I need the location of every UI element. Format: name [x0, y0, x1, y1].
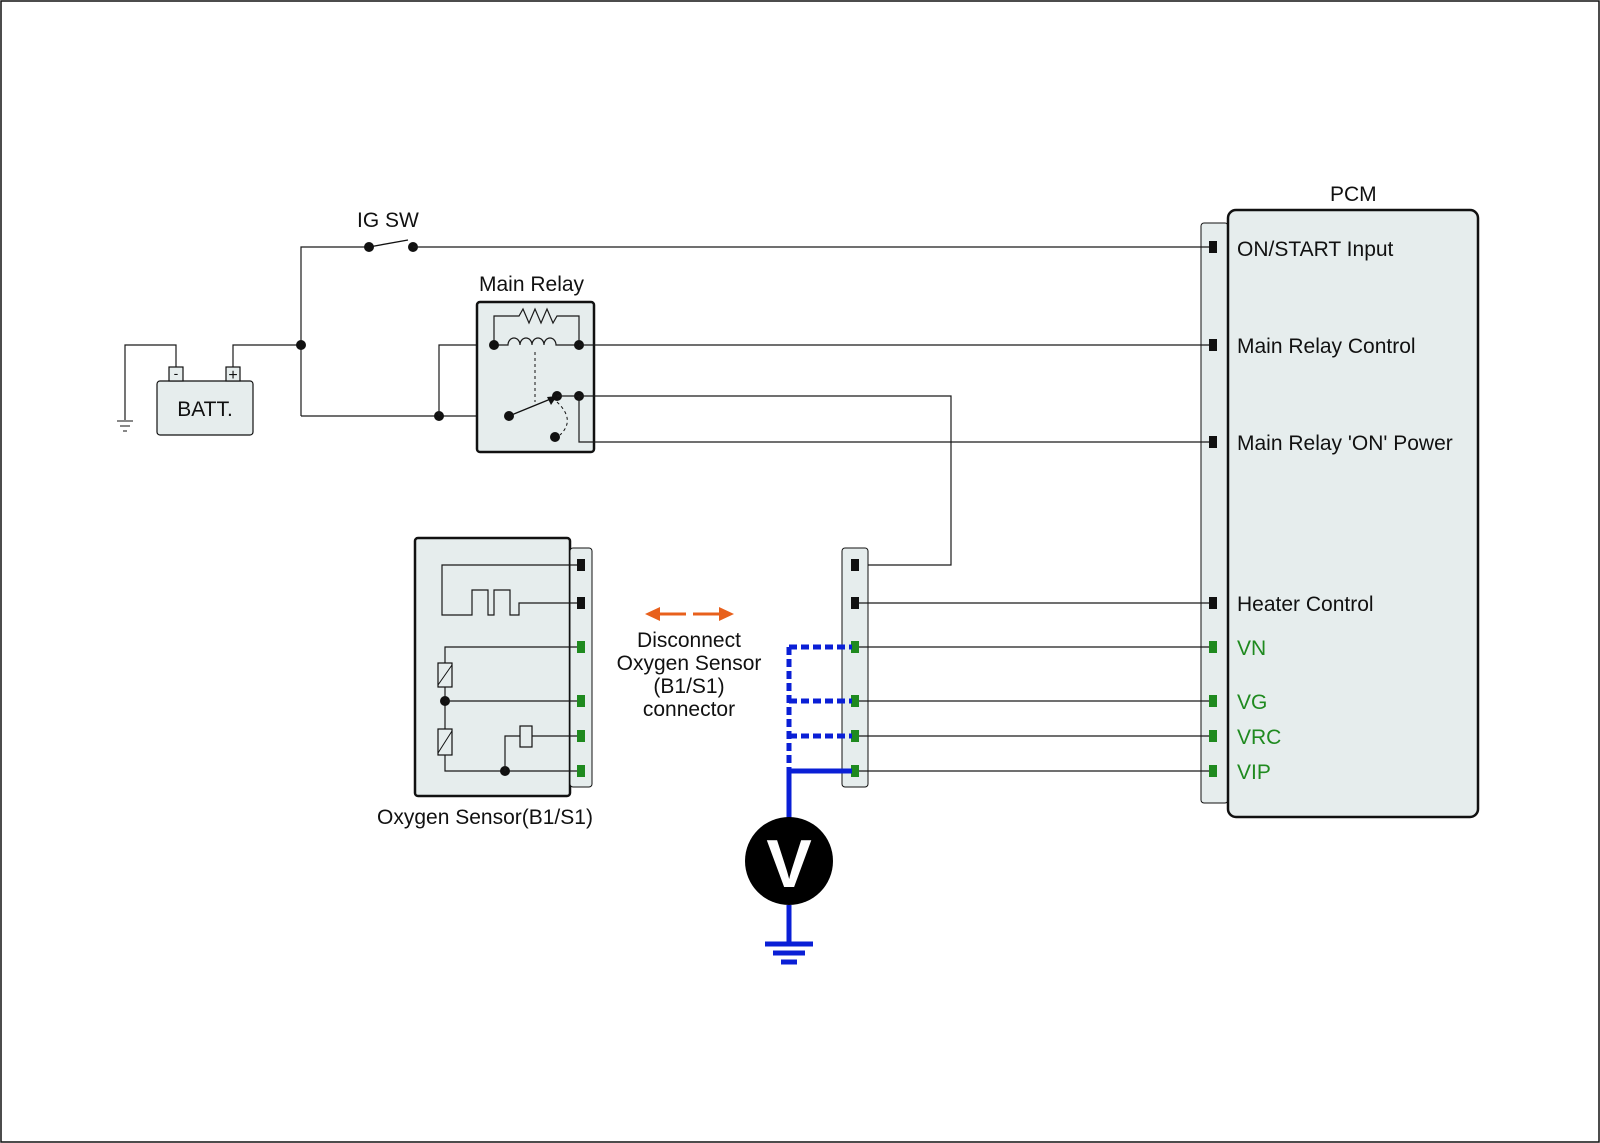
- disconnect-note-line: connector: [643, 698, 735, 721]
- connector-pin: [851, 641, 859, 653]
- sensing-cell-slash: [437, 664, 453, 686]
- resistor-icon: [493, 307, 580, 345]
- battery-box: [156, 380, 254, 436]
- ig-sw-label: IG SW: [357, 209, 419, 232]
- heater-element-icon: [441, 564, 577, 616]
- coil-feed-wire: [438, 344, 494, 416]
- heater-power-wire: [579, 395, 952, 566]
- battery-feed-wire: [300, 246, 369, 416]
- sensor-pin: [577, 765, 585, 777]
- sensor-pin: [577, 559, 585, 571]
- junction-dot: [296, 340, 306, 350]
- battery-ground-wire: [124, 344, 177, 420]
- pcm-pin-label: VG: [1237, 691, 1267, 714]
- pcm-pin-heater-control: [1209, 597, 1217, 609]
- battery-minus-sign: -: [174, 365, 179, 381]
- oxygen-sensor-connector: [569, 547, 593, 788]
- battery-label: BATT.: [177, 398, 233, 421]
- connector-pin: [851, 597, 859, 609]
- oxygen-sensor-label: Oxygen Sensor(B1/S1): [377, 806, 593, 829]
- disconnect-note-line: Disconnect: [637, 629, 741, 652]
- relay-terminal: [550, 432, 560, 442]
- sensor-pin: [577, 641, 585, 653]
- pcm-pin-label: VN: [1237, 637, 1266, 660]
- pcm-pin-vip: [1209, 765, 1217, 777]
- connector-pin: [851, 765, 859, 777]
- pcm-pin-main-relay-on-power: [1209, 436, 1217, 448]
- harness-connector: [841, 547, 869, 788]
- battery-plus-sign: +: [228, 367, 237, 384]
- pcm-pin-label: VRC: [1237, 726, 1281, 749]
- oxygen-sensor: Oxygen Sensor(B1/S1): [377, 536, 593, 829]
- battery: BATT. - +: [117, 344, 301, 436]
- sensor-wire: [444, 755, 577, 772]
- sensor-pin: [577, 597, 585, 609]
- coil-icon: [494, 337, 579, 346]
- pcm-pin-label: Main Relay 'ON' Power: [1237, 432, 1453, 455]
- sensor-wire: [504, 735, 520, 771]
- pcm-pin-label: VIP: [1237, 761, 1271, 784]
- pcm-pin-label: Main Relay Control: [1237, 335, 1416, 358]
- voltmeter-probes: V: [745, 644, 852, 965]
- relay-switch-blade: [508, 397, 554, 417]
- pcm-label: PCM: [1330, 183, 1377, 206]
- pcm-pin-main-relay-control: [1209, 339, 1217, 351]
- disconnect-note-line: (B1/S1): [653, 675, 724, 698]
- connector-pin: [851, 559, 859, 571]
- arrow-right-head: [719, 607, 734, 621]
- sensor-pin: [577, 695, 585, 707]
- pcm-pin-label: Heater Control: [1237, 593, 1374, 616]
- main-relay-label: Main Relay: [479, 273, 585, 296]
- ignition-switch: IG SW: [296, 209, 1209, 421]
- connector-pin: [851, 695, 859, 707]
- switch-blade: [368, 239, 409, 248]
- harness-connector-body: [841, 547, 869, 788]
- disconnect-note-line: Oxygen Sensor: [617, 652, 762, 675]
- relay-throw-arc: [556, 401, 568, 436]
- pcm-box: [1226, 208, 1480, 819]
- battery-positive-wire: [232, 344, 301, 367]
- pcm-pin-on-start: [1209, 241, 1217, 253]
- main-relay: Main Relay: [475, 273, 596, 454]
- connector-pin: [851, 730, 859, 742]
- pcm-connector: [1200, 222, 1229, 804]
- pcm-pin-vg: [1209, 695, 1217, 707]
- sensor-pin: [577, 730, 585, 742]
- voltmeter-icon: [745, 817, 833, 905]
- sensor-wire: [444, 646, 577, 663]
- pcm-pin-label: ON/START Input: [1237, 238, 1394, 261]
- main-relay-on-power-wire: [578, 396, 1209, 443]
- disconnect-note: Disconnect Oxygen Sensor (B1/S1) connect…: [617, 607, 762, 721]
- relay-terminal: [489, 340, 499, 350]
- sensing-cell-slash: [437, 730, 453, 754]
- pcm-pin-vrc: [1209, 730, 1217, 742]
- pcm-pin-vn: [1209, 641, 1217, 653]
- pcm-module: PCM ON/START Input Main Relay Control Ma…: [1200, 183, 1480, 819]
- arrow-left-head: [645, 607, 660, 621]
- voltmeter-label: V: [766, 826, 811, 902]
